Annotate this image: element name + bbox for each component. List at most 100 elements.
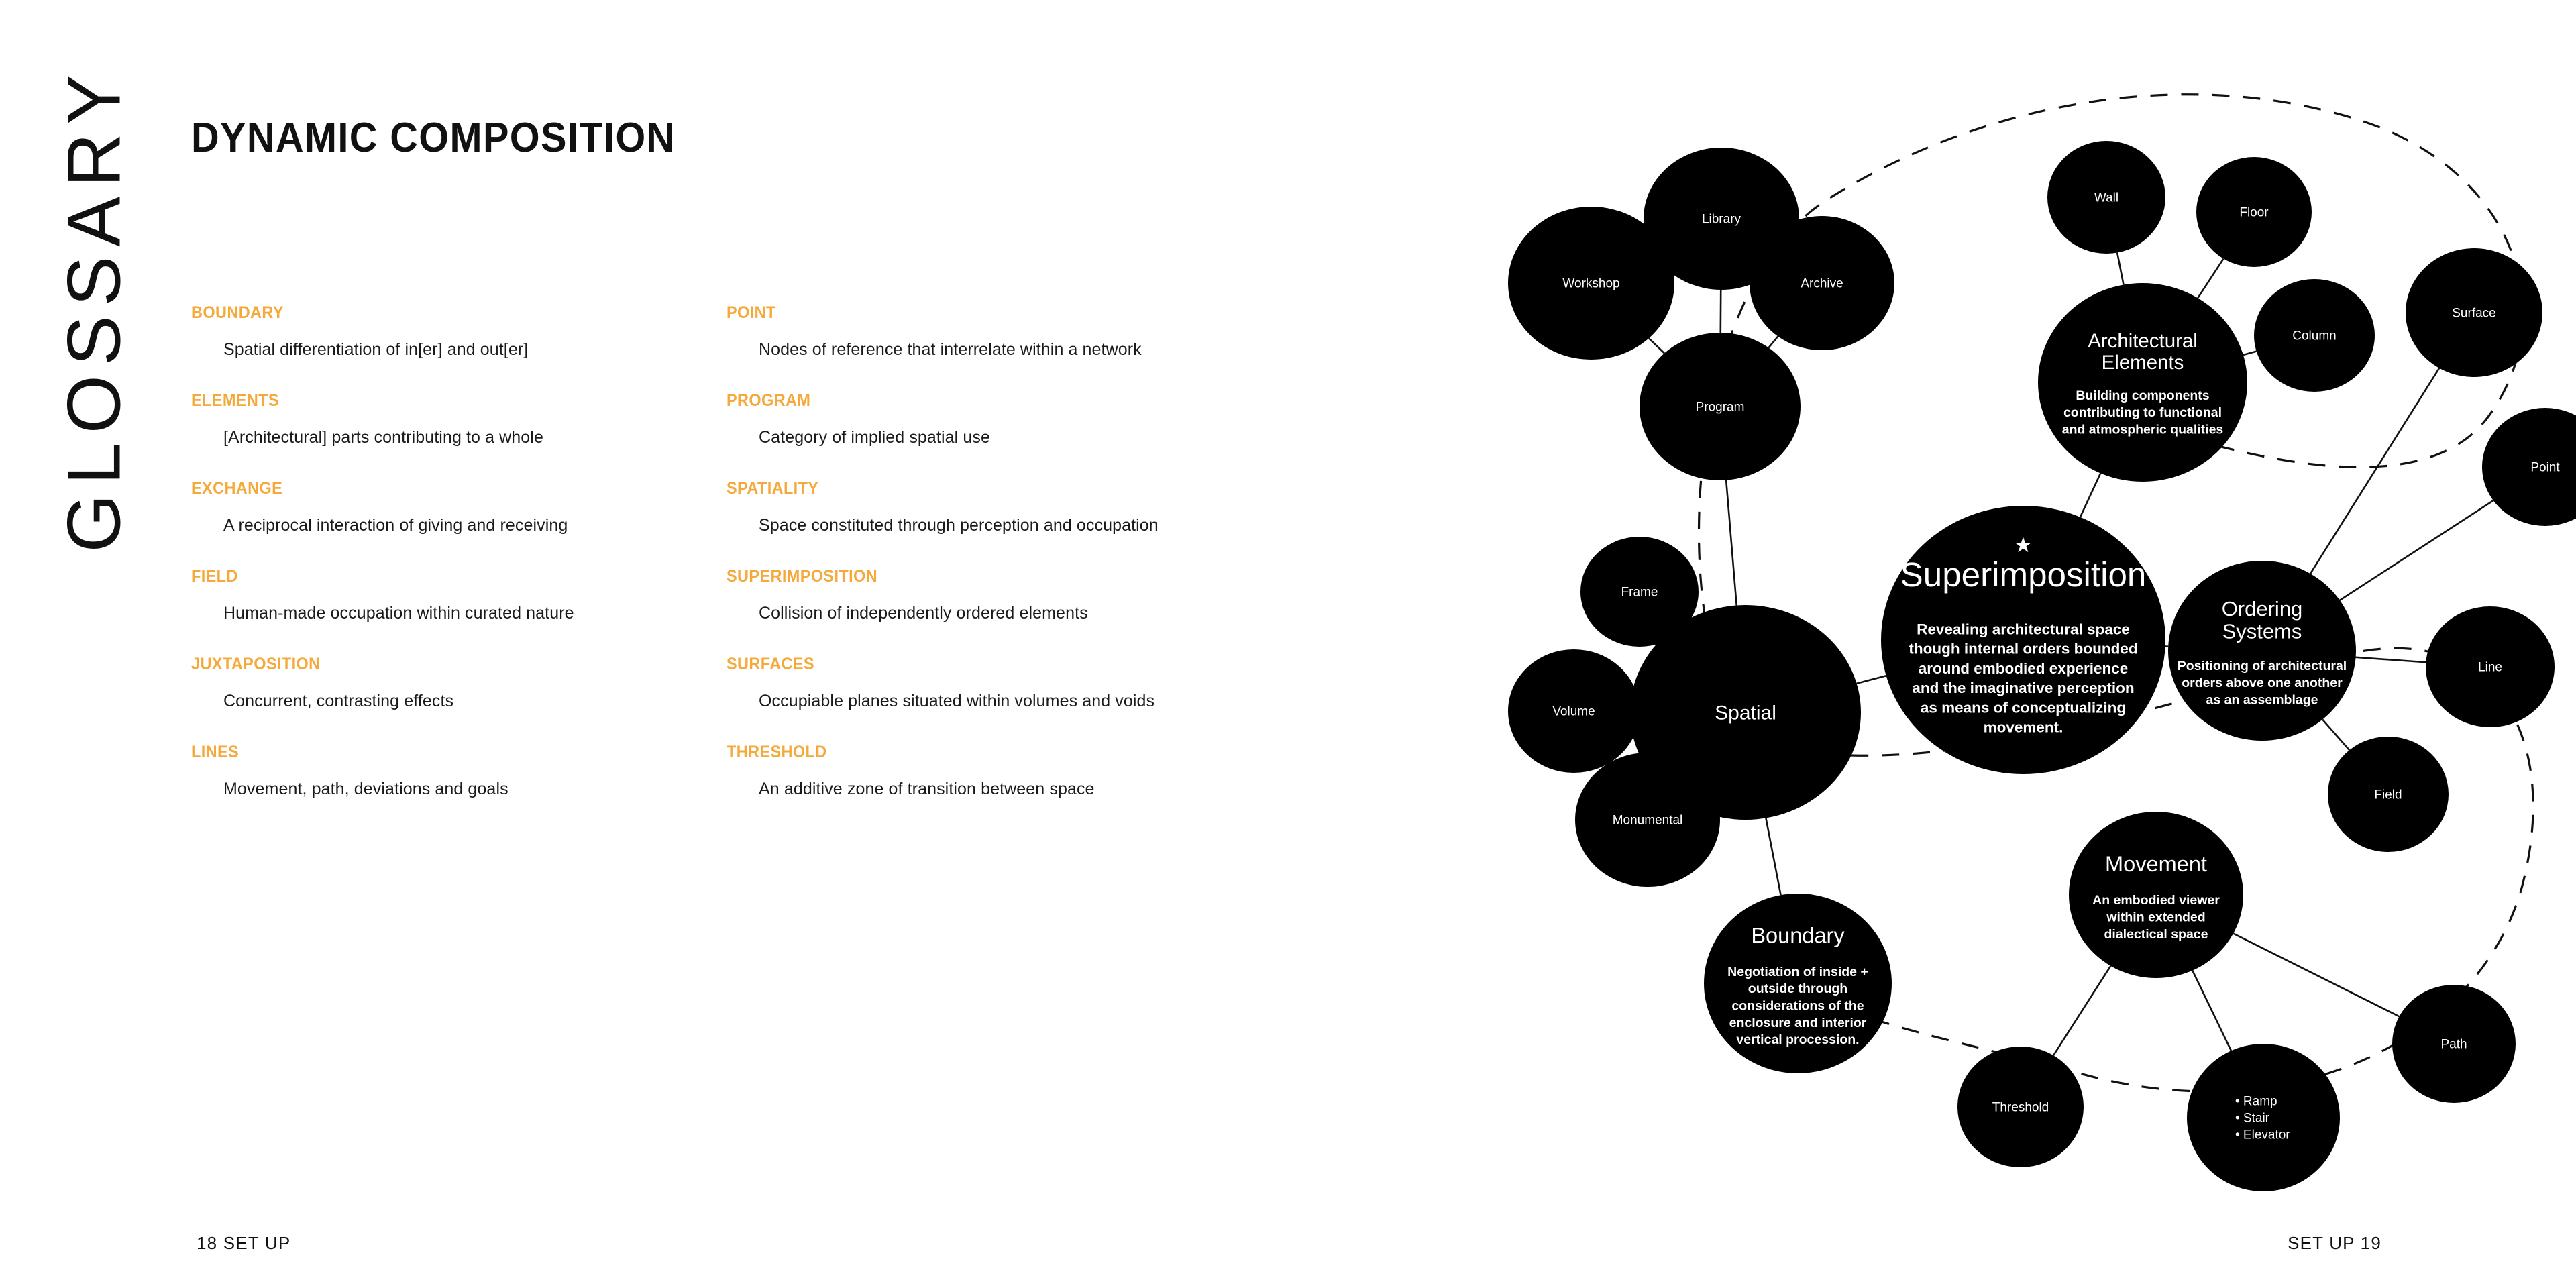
node-superimposition-description-line: Revealing architectural space	[1917, 621, 2130, 637]
node-movement[interactable]	[2069, 812, 2243, 978]
node-floor[interactable]	[2196, 157, 2312, 267]
edge-archive-to-program	[1768, 335, 1779, 349]
glossary-term: POINT	[727, 303, 776, 322]
edge-movement-to-ramp_stair_elevator	[2192, 970, 2233, 1051]
node-ordering_systems-description-line: orders above one another	[2182, 676, 2343, 690]
glossary-entry: ELEMENTS[Architectural] parts contributi…	[191, 391, 661, 447]
node-program[interactable]	[1640, 333, 1801, 480]
node-boundary-description-line: enclosure and interior	[1729, 1016, 1867, 1030]
node-frame-label: Frame	[1621, 586, 1658, 600]
glossary-vertical-text: GLOSSARY	[52, 64, 136, 553]
glossary-term: BOUNDARY	[191, 303, 284, 322]
node-spatial[interactable]	[1630, 605, 1861, 820]
node-ramp_stair_elevator-bullet: • Stair	[2235, 1111, 2270, 1125]
edge-superimposition-to-architectural_elements	[2079, 472, 2102, 518]
node-boundary-description-line: vertical procession.	[1736, 1032, 1859, 1047]
node-superimposition-star-icon: ★	[2014, 533, 2033, 557]
edge-spatial-to-superimposition	[1856, 675, 1886, 685]
node-ramp_stair_elevator[interactable]	[2187, 1044, 2340, 1191]
edge-surface-to-ordering_systems	[2309, 367, 2440, 574]
node-superimposition-title: Superimposition	[1900, 555, 2147, 594]
glossary-term: EXCHANGE	[191, 479, 283, 498]
node-surface-label: Surface	[2452, 307, 2496, 321]
node-boundary-description-line: Negotiation of inside +	[1727, 965, 1868, 979]
node-wall-label: Wall	[2094, 191, 2118, 205]
edge-movement-to-threshold	[2052, 965, 2112, 1056]
node-movement-description-line: within extended	[2106, 910, 2205, 925]
glossary-definition: [Architectural] parts contributing to a …	[223, 428, 543, 447]
node-surface[interactable]	[2406, 248, 2542, 377]
node-workshop-label: Workshop	[1562, 277, 1619, 291]
glossary-term: JUXTAPOSITION	[191, 655, 321, 674]
node-floor-label: Floor	[2239, 206, 2269, 220]
node-architectural_elements-title: Elements	[2102, 352, 2184, 374]
node-movement-description-line: dialectical space	[2104, 927, 2208, 942]
node-volume-label: Volume	[1552, 705, 1595, 719]
node-point[interactable]	[2482, 408, 2576, 526]
glossary-vertical-label: GLOSSARY	[52, 65, 136, 552]
node-column[interactable]	[2254, 279, 2375, 392]
node-ordering_systems[interactable]	[2168, 561, 2356, 741]
dashed-loop-1	[1697, 93, 2524, 739]
glossary-term: PROGRAM	[727, 391, 811, 410]
node-boundary-description-line: outside through	[1748, 981, 1847, 996]
glossary-entry: EXCHANGE A reciprocal interaction of givi…	[191, 479, 661, 535]
node-field[interactable]	[2328, 737, 2449, 852]
node-ordering_systems-title: Systems	[2222, 619, 2302, 643]
edge-movement-to-path	[2233, 932, 2400, 1018]
node-path[interactable]	[2392, 985, 2516, 1103]
glossary-term: SURFACES	[727, 655, 814, 674]
node-path-label: Path	[2440, 1038, 2467, 1052]
glossary-term: SPATIALITY	[727, 479, 819, 498]
edge-workshop-to-program	[1648, 337, 1665, 354]
glossary-term: THRESHOLD	[727, 743, 827, 761]
edge-wall-to-architectural_elements	[2116, 252, 2125, 285]
node-spatial-label: Spatial	[1715, 702, 1776, 724]
glossary-entry: SURFACES Occupiable planes situated withi…	[727, 655, 1196, 711]
glossary-term: SUPERIMPOSITION	[727, 567, 878, 586]
glossary-definition: Collision of independently ordered eleme…	[759, 604, 1088, 623]
node-ramp_stair_elevator-bullet: • Ramp	[2235, 1094, 2277, 1108]
glossary-definition: Human-made occupation within curated nat…	[223, 604, 574, 623]
edge-spatial-to-boundary	[1765, 818, 1782, 896]
node-ramp_stair_elevator-bullet: • Elevator	[2235, 1128, 2290, 1142]
node-architectural_elements-description-line: Building components	[2076, 388, 2209, 403]
node-architectural_elements[interactable]	[2038, 283, 2247, 482]
glossary-definition: Occupiable planes situated within volume…	[759, 692, 1155, 710]
footer-left: 18 SET UP	[197, 1233, 291, 1253]
glossary-term: LINES	[191, 743, 239, 761]
node-library-label: Library	[1702, 213, 1741, 227]
node-archive[interactable]	[1750, 216, 1894, 350]
node-workshop[interactable]	[1508, 207, 1674, 360]
node-volume[interactable]	[1508, 649, 1640, 773]
node-line[interactable]	[2426, 606, 2555, 727]
node-line-label: Line	[2478, 661, 2502, 675]
node-monumental-label: Monumental	[1613, 814, 1683, 828]
nodes-layer: WorkshopLibraryArchiveProgramFrameVolume…	[1508, 141, 2576, 1191]
node-superimposition[interactable]	[1881, 506, 2165, 774]
node-threshold[interactable]	[1957, 1046, 2084, 1167]
node-wall[interactable]	[2047, 141, 2165, 254]
glossary-definition: An additive zone of transition between s…	[759, 780, 1095, 798]
node-boundary[interactable]	[1704, 894, 1892, 1073]
node-superimposition-description-line: and the imaginative perception	[1912, 680, 2134, 696]
dashed-loop-2	[1730, 647, 2534, 1093]
edge-floor-to-architectural_elements	[2197, 258, 2224, 299]
node-diagram: WorkshopLibraryArchiveProgramFrameVolume…	[1508, 93, 2576, 1191]
glossary-definition: A reciprocal interaction of giving and r…	[223, 516, 568, 535]
glossary-definition: Space constituted through perception and…	[759, 516, 1159, 535]
node-frame[interactable]	[1580, 537, 1699, 647]
edge-ordering_systems-to-field	[2322, 718, 2351, 751]
glossary-definition: Movement, path, deviations and goals	[223, 780, 508, 798]
edge-architectural_elements-to-column	[2243, 350, 2257, 356]
edges-layer	[1629, 252, 2494, 1056]
